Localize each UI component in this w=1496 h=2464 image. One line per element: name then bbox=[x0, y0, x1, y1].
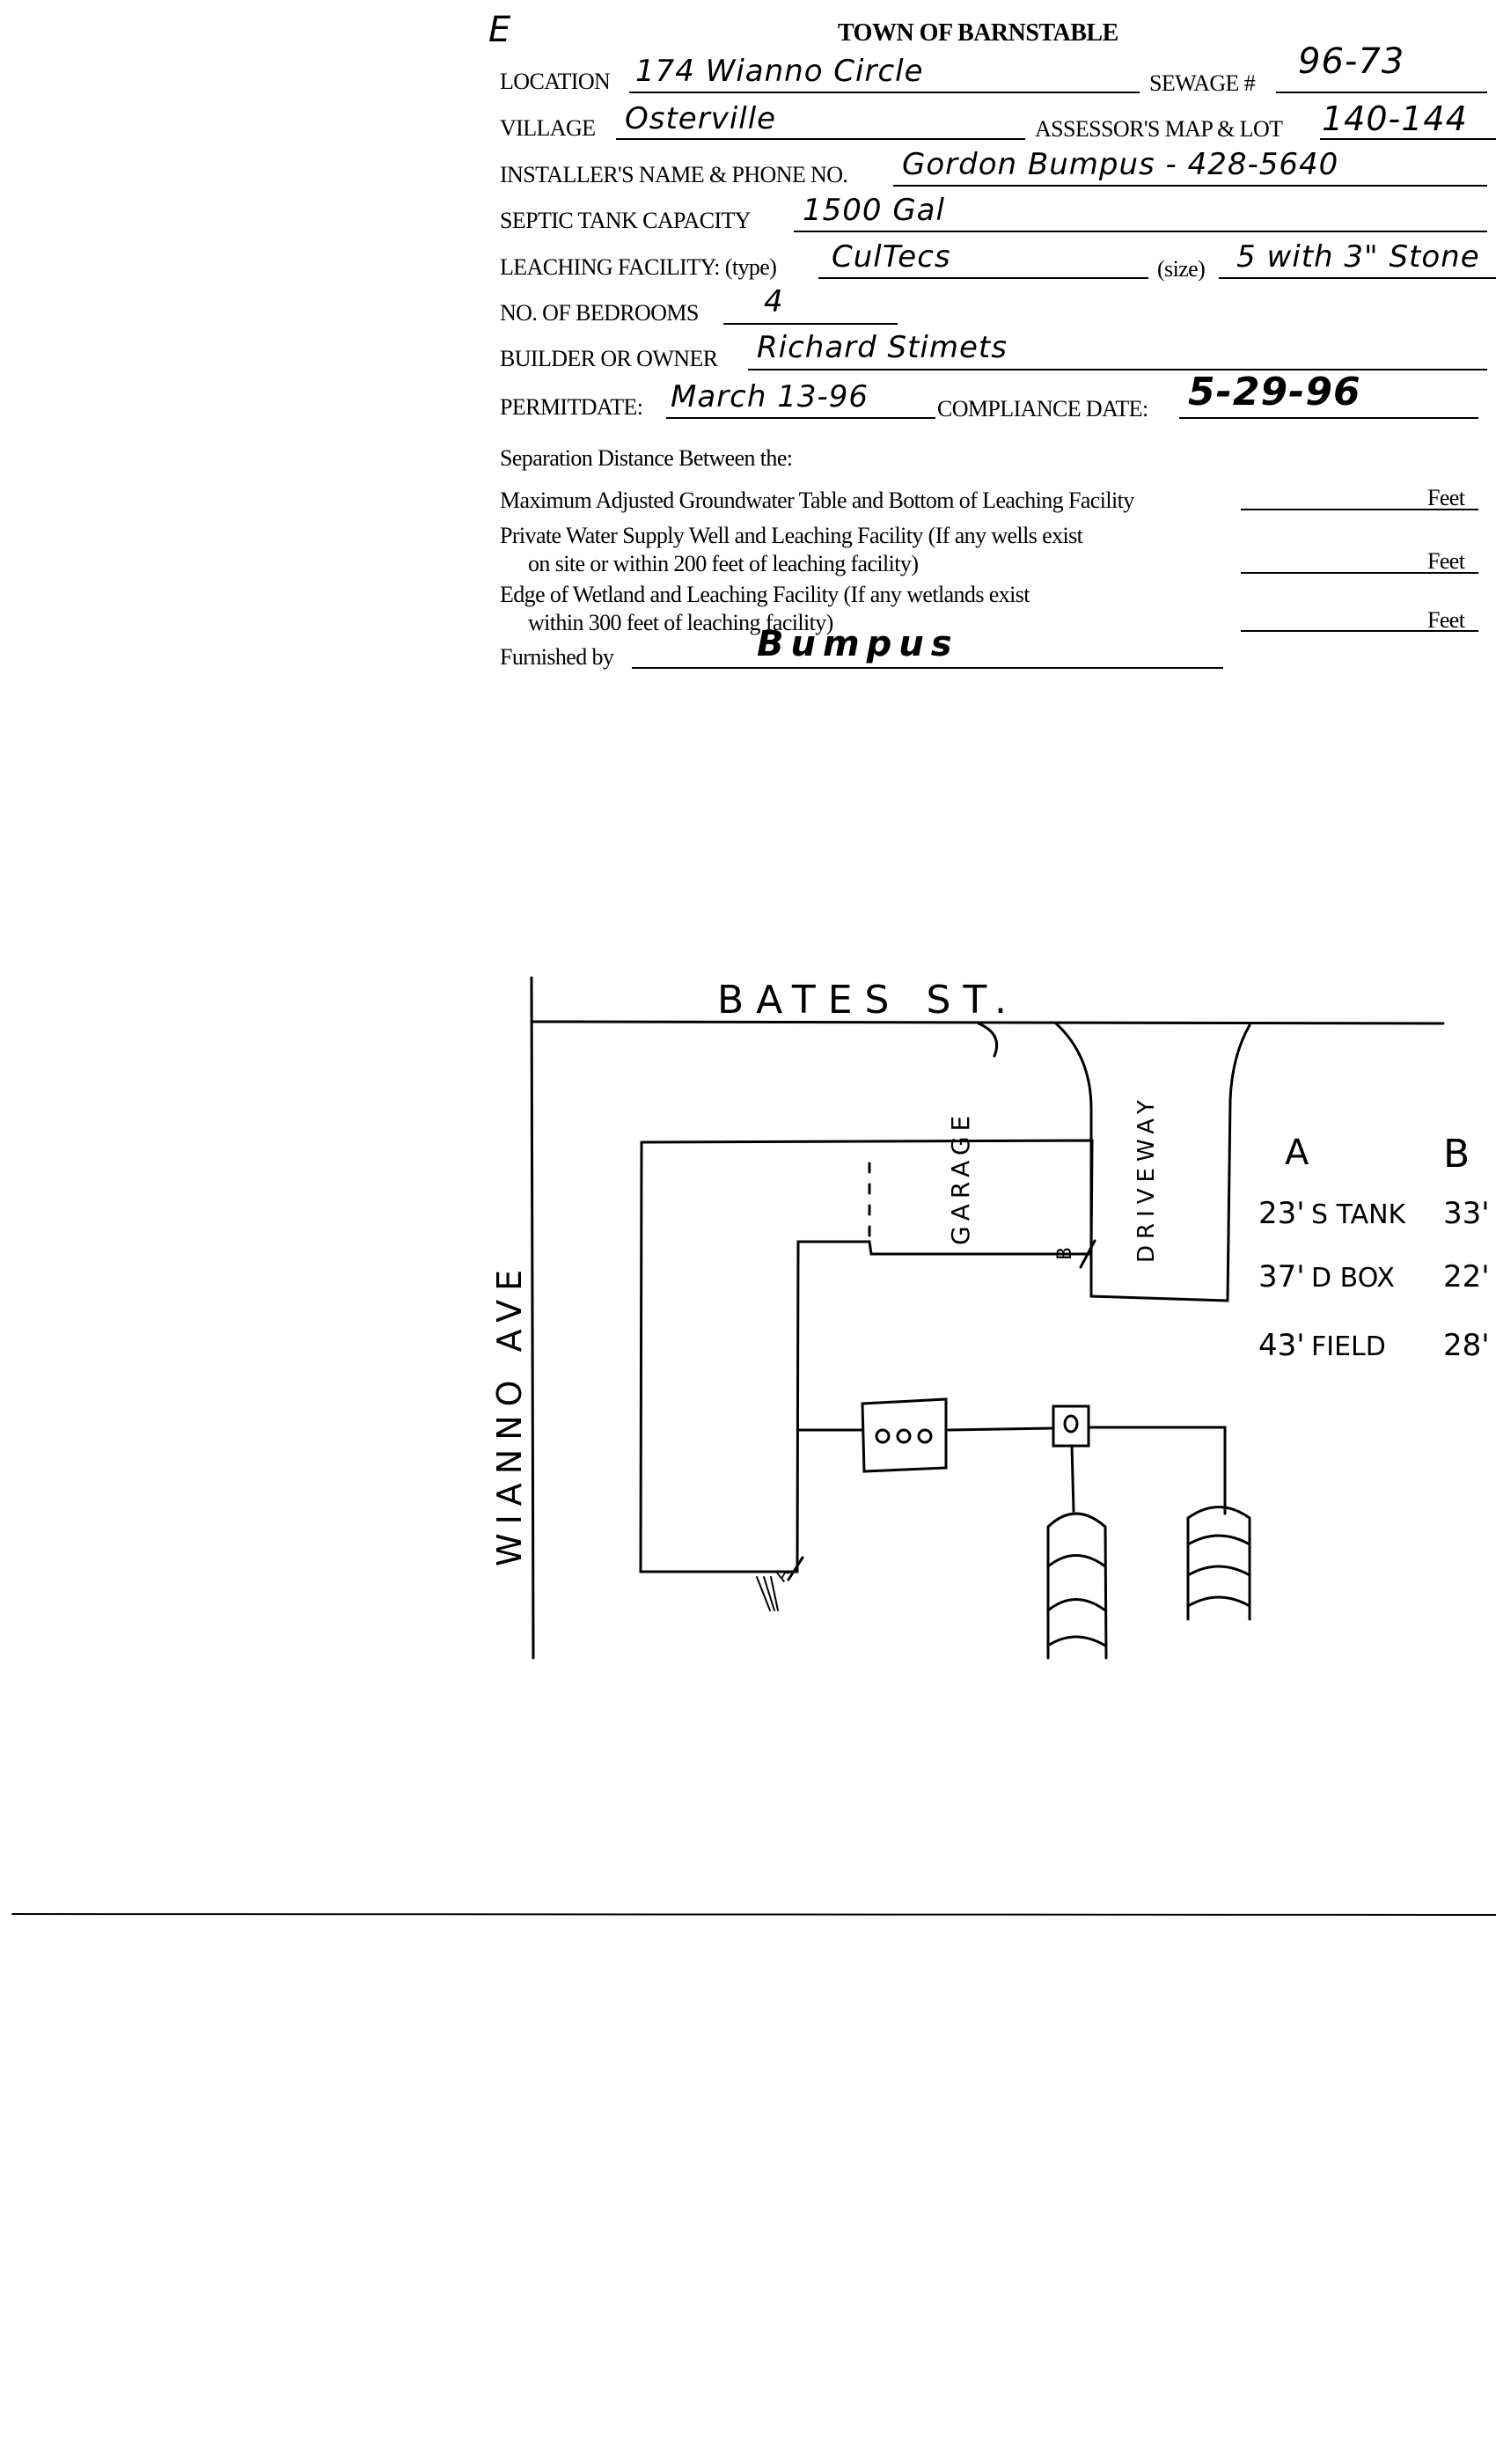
row-item: S TANK bbox=[1311, 1199, 1406, 1230]
separation-row-2-text: Private Water Supply Well and Leaching F… bbox=[500, 523, 1083, 548]
tank-port-3 bbox=[917, 1428, 933, 1444]
map-lot-value: 140-144 bbox=[1322, 99, 1468, 138]
row-item: D BOX bbox=[1311, 1263, 1395, 1294]
furnished-by-label: Furnished by bbox=[500, 644, 614, 670]
installer-label: INSTALLER'S NAME & PHONE NO. bbox=[500, 162, 848, 187]
corner-mark: E bbox=[488, 10, 512, 50]
separation-row-3-text-2: within 300 feet of leaching facility) bbox=[528, 610, 833, 635]
bedrooms-line bbox=[723, 323, 898, 325]
village-line bbox=[616, 138, 1025, 140]
leaching-field-2 bbox=[1186, 1506, 1251, 1621]
map-lot-label: ASSESSOR'S MAP & LOT bbox=[1035, 116, 1283, 142]
vent-mark bbox=[756, 1576, 779, 1611]
bates-st-line bbox=[530, 1020, 1445, 1025]
location-line bbox=[629, 92, 1140, 93]
leaching-size-label: (size) bbox=[1157, 256, 1206, 282]
wianno-ave-label: WIANNO AVE bbox=[490, 1260, 529, 1566]
house-outline bbox=[639, 1139, 1094, 1573]
separation-row-2-text-2: on site or within 200 feet of leaching f… bbox=[528, 551, 919, 576]
sewage-value: 96-73 bbox=[1298, 41, 1405, 82]
bedrooms-value: 4 bbox=[764, 284, 784, 319]
form-title: TOWN OF BARNSTABLE bbox=[838, 19, 1118, 47]
septic-tank bbox=[861, 1397, 948, 1473]
leaching-type-label: LEACHING FACILITY: (type) bbox=[500, 254, 777, 280]
furnished-by-value: Bumpus bbox=[757, 624, 959, 664]
row-b-distance: 28' bbox=[1443, 1328, 1490, 1363]
leaching-size-line bbox=[1219, 277, 1496, 279]
row-b-distance: 22' bbox=[1443, 1259, 1490, 1294]
wianno-ave-line bbox=[530, 976, 535, 1660]
leaching-size-value: 5 with 3" Stone bbox=[1236, 239, 1480, 275]
row-a-distance: 37' bbox=[1258, 1259, 1305, 1294]
separation-row-2-line bbox=[1241, 572, 1478, 574]
separation-row-2-unit: Feet bbox=[1427, 548, 1465, 574]
owner-label: BUILDER OR OWNER bbox=[500, 346, 718, 371]
driveway-label: DRIVEWAY bbox=[1133, 1094, 1160, 1263]
separation-heading: Separation Distance Between the: bbox=[500, 445, 793, 471]
point-b-label: B bbox=[1054, 1246, 1076, 1260]
compliance-date-line bbox=[1179, 417, 1478, 419]
distribution-box bbox=[1052, 1404, 1090, 1448]
furnished-by-line bbox=[632, 667, 1223, 669]
page-bottom-rule bbox=[11, 1913, 1496, 1916]
point-b-mark bbox=[1079, 1239, 1096, 1269]
bedrooms-label: NO. OF BEDROOMS bbox=[500, 300, 699, 326]
tank-port-1 bbox=[875, 1428, 891, 1444]
row-a-distance: 23' bbox=[1258, 1196, 1305, 1231]
compliance-date-label: COMPLIANCE DATE: bbox=[937, 396, 1148, 422]
row-a-distance: 43' bbox=[1258, 1328, 1305, 1363]
separation-row-1-line bbox=[1241, 509, 1478, 510]
separation-row-1-text: Maximum Adjusted Groundwater Table and B… bbox=[500, 488, 1134, 513]
bates-st-label: BATES ST. bbox=[717, 978, 1020, 1023]
d-box-port bbox=[1063, 1414, 1079, 1434]
separation-row-3-text: Edge of Wetland and Leaching Facility (I… bbox=[500, 582, 1030, 607]
pipe-line bbox=[796, 1426, 1227, 1515]
tank-port-2 bbox=[896, 1428, 912, 1444]
separation-row-1-unit: Feet bbox=[1427, 485, 1465, 510]
village-value: Osterville bbox=[625, 101, 777, 136]
permit-date-value: March 13-96 bbox=[671, 379, 869, 414]
village-label: VILLAGE bbox=[500, 115, 596, 141]
leaching-type-value: CulTecs bbox=[832, 239, 951, 275]
tank-capacity-line bbox=[794, 231, 1487, 232]
table-col-b: B bbox=[1443, 1132, 1470, 1177]
separation-row-3-unit: Feet bbox=[1427, 607, 1465, 633]
point-a-mark bbox=[787, 1556, 804, 1581]
row-b-distance: 33' bbox=[1443, 1196, 1490, 1231]
field-1-feed bbox=[1070, 1444, 1075, 1513]
compliance-date-value: 5-29-96 bbox=[1188, 370, 1361, 414]
driveway-left-edge bbox=[977, 1022, 1229, 1302]
installer-line bbox=[893, 185, 1487, 187]
driveway-right-edge bbox=[1226, 1023, 1251, 1302]
owner-line bbox=[748, 369, 1487, 370]
tank-capacity-label: SEPTIC TANK CAPACITY bbox=[500, 208, 752, 233]
installer-value: Gordon Bumpus - 428-5640 bbox=[902, 147, 1339, 182]
row-item: FIELD bbox=[1311, 1331, 1386, 1362]
permit-date-line bbox=[666, 417, 935, 419]
sewage-line bbox=[1276, 92, 1487, 93]
location-value: 174 Wianno Circle bbox=[635, 54, 924, 89]
leaching-field-1 bbox=[1046, 1512, 1108, 1660]
location-label: LOCATION bbox=[500, 69, 611, 94]
garage-label: GARAGE bbox=[946, 1110, 975, 1245]
map-lot-line bbox=[1320, 138, 1496, 140]
owner-value: Richard Stimets bbox=[757, 330, 1008, 365]
separation-row-3-line bbox=[1241, 630, 1478, 632]
sewage-label: SEWAGE # bbox=[1149, 70, 1256, 96]
permit-date-label: PERMITDATE: bbox=[500, 394, 643, 420]
leaching-type-line bbox=[818, 277, 1148, 279]
table-col-a: A bbox=[1285, 1133, 1309, 1173]
tank-capacity-value: 1500 Gal bbox=[803, 193, 945, 228]
